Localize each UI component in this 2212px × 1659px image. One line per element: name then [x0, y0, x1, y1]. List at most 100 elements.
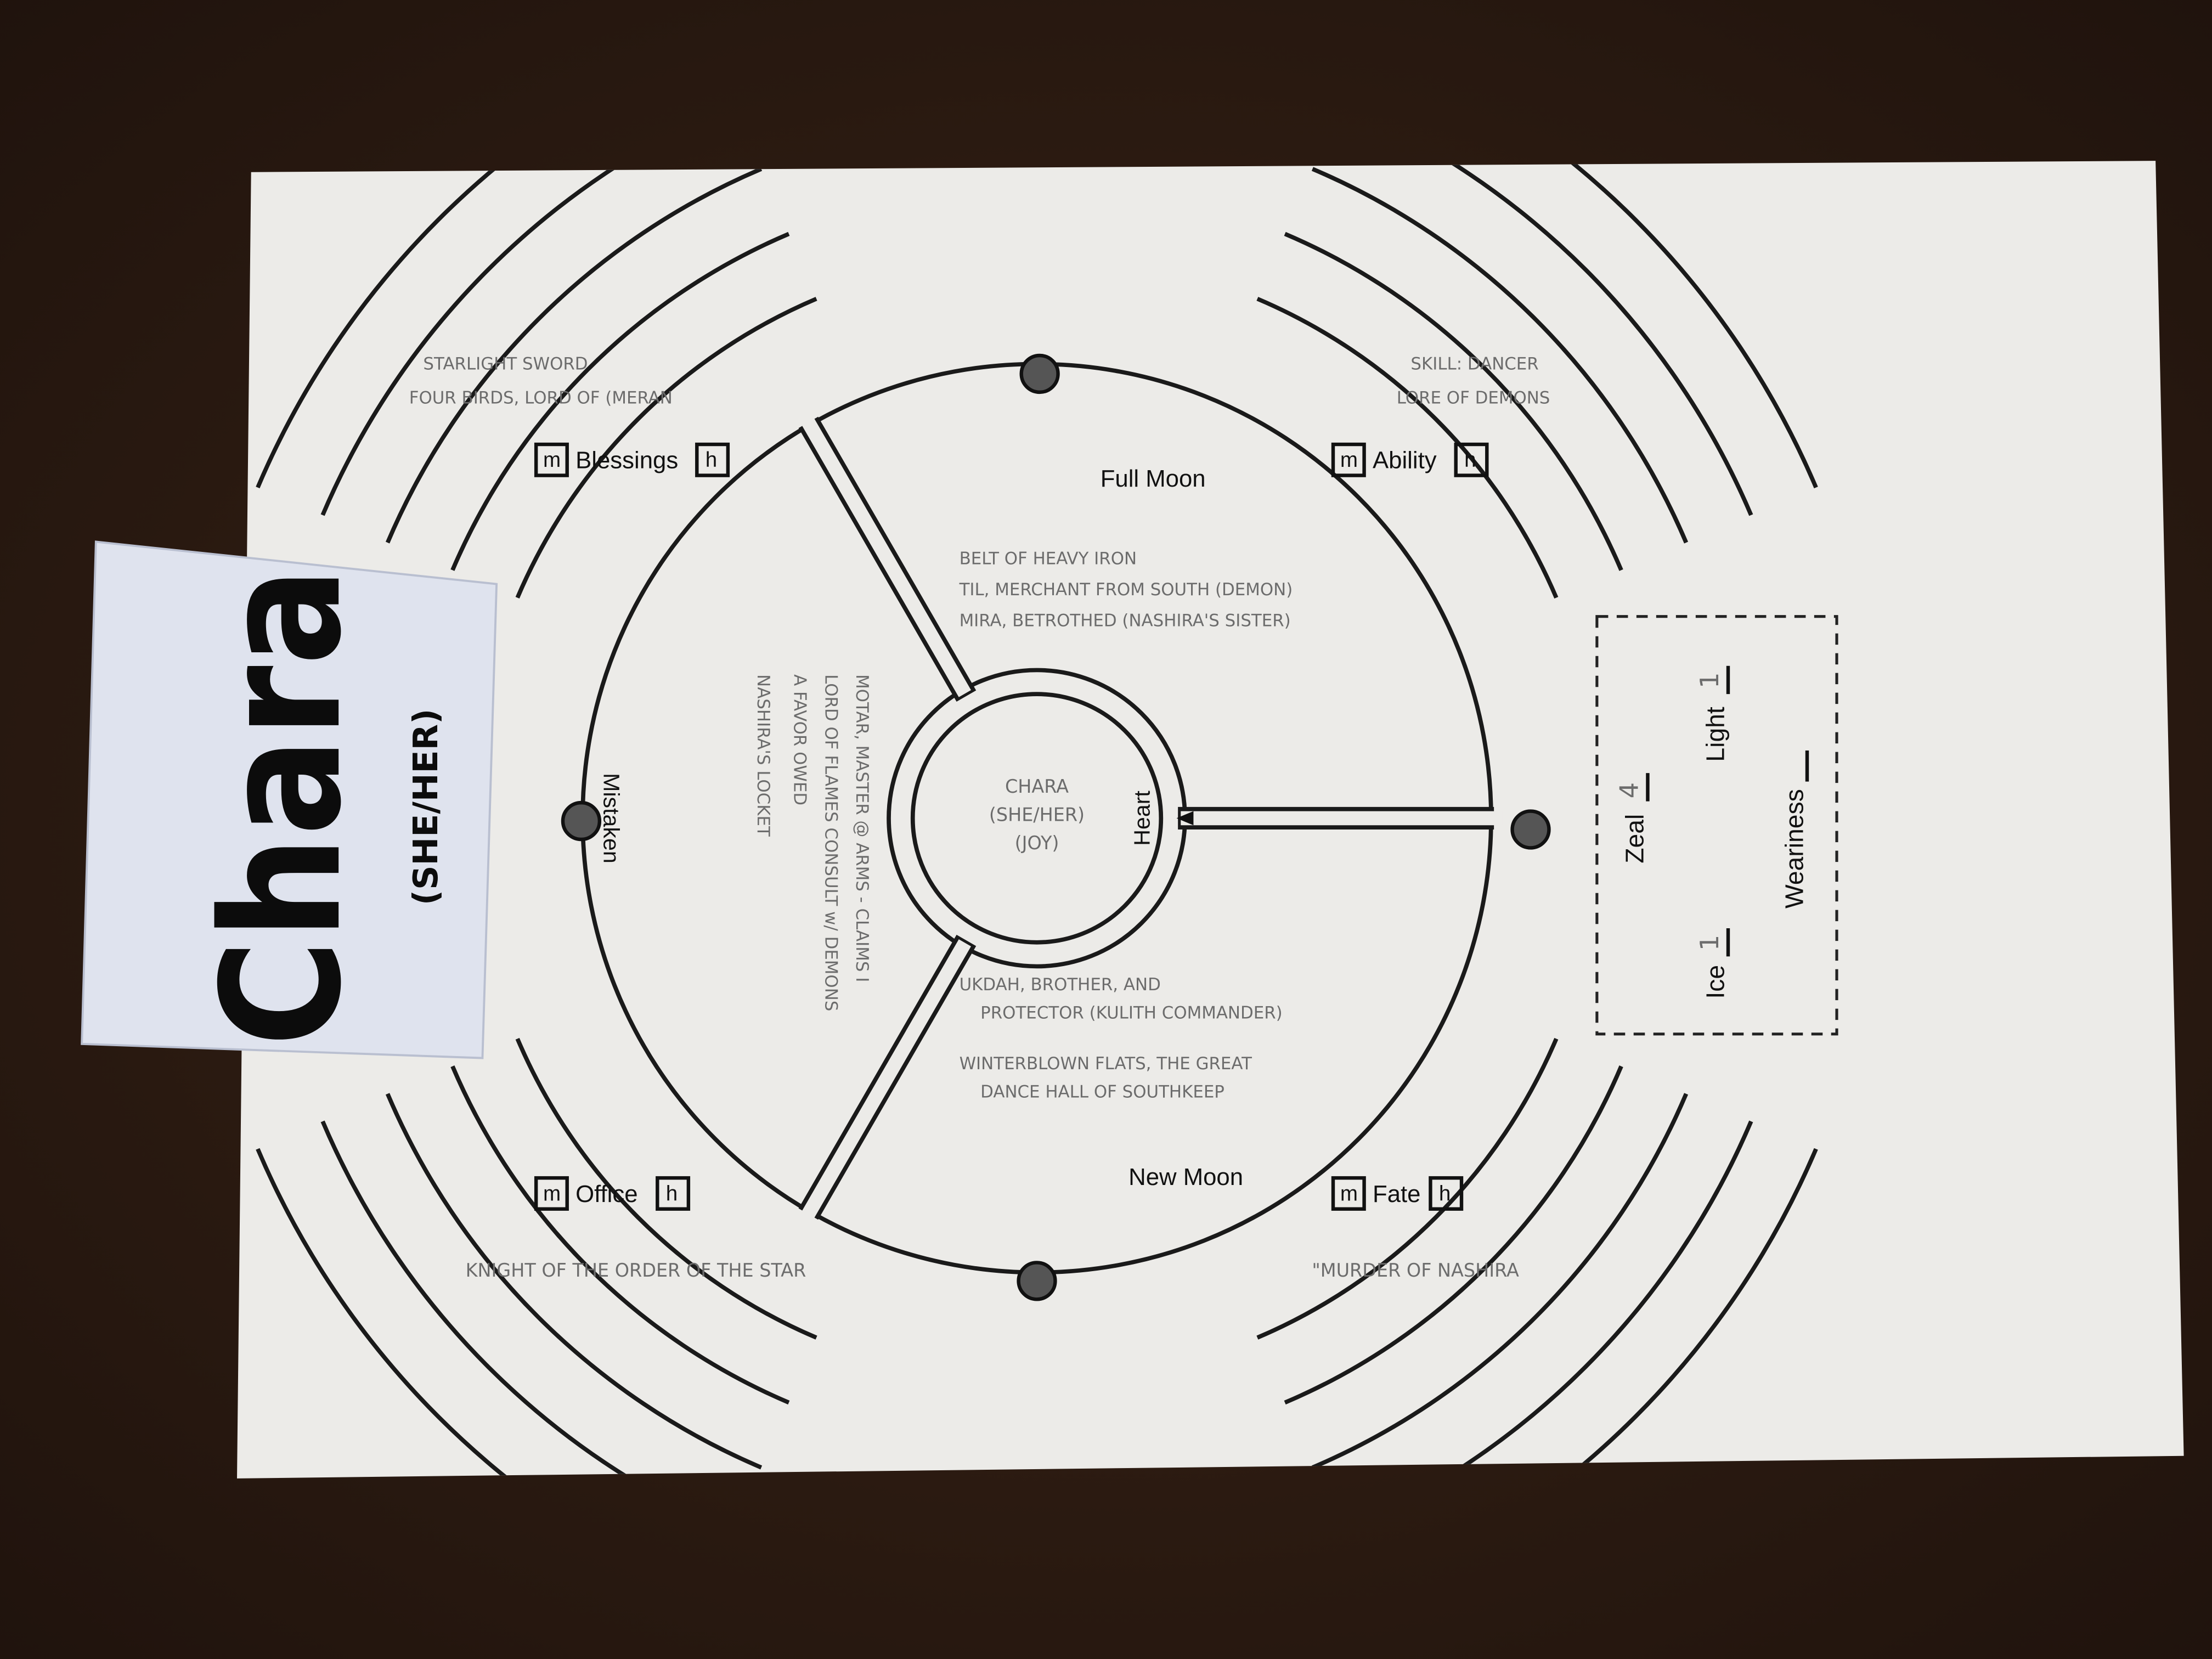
decorative-arc: [1256, 297, 1559, 599]
decorative-arc: [1311, 167, 1689, 544]
office-mark-box[interactable]: [534, 1176, 569, 1211]
ice-stat[interactable]: Ice 1: [1695, 928, 1730, 999]
fate-section: m Fate h: [1331, 1176, 1464, 1211]
outer-arcs: [256, 161, 1818, 1479]
decorative-arc: [385, 1093, 763, 1470]
wheel: Heart Mistaken Full Moon New Moon CHARA …: [561, 353, 1551, 1301]
name-card-paper: [81, 540, 498, 1059]
mistaken-notes[interactable]: MOTAR, MASTER @ ARMS - CLAIMS I LORD OF …: [753, 674, 872, 1011]
decorative-arc: [1284, 232, 1623, 571]
decorative-arc: [256, 161, 707, 489]
stats-dashed-border: [1595, 615, 1838, 1036]
center-pronouns: (SHE/HER): [989, 804, 1085, 826]
fate-hold-box[interactable]: [1429, 1176, 1464, 1211]
new-moon-dot-icon[interactable]: [1017, 1261, 1057, 1301]
decorative-arc: [1256, 1037, 1559, 1340]
full-moon-dot-icon[interactable]: [1019, 353, 1060, 394]
center-name: CHARA: [1005, 776, 1069, 797]
sector-divider-gap: [798, 411, 971, 697]
new-moon-notes[interactable]: UKDAH, BROTHER, AND PROTECTOR (KULITH CO…: [960, 975, 1283, 1102]
fate-mark-box[interactable]: [1331, 1176, 1366, 1211]
ability-label: Ability: [1373, 447, 1437, 474]
full-moon-label: Full Moon: [1101, 465, 1206, 492]
ability-h: h: [1464, 448, 1476, 472]
decorative-arc: [1367, 1148, 1818, 1479]
center-notes[interactable]: CHARA (SHE/HER) (JOY): [989, 776, 1085, 854]
mistaken-dot-icon[interactable]: [561, 800, 602, 842]
decorative-arc: [320, 1120, 735, 1479]
ability-m: m: [1340, 448, 1358, 472]
blessings-section: m Blessings h STARLIGHT SWORD FOUR BIRDS…: [409, 354, 730, 477]
decorative-arc: [450, 1065, 790, 1405]
office-section: m Office h: [534, 1176, 691, 1211]
blessings-note[interactable]: STARLIGHT SWORD: [423, 354, 588, 374]
blessings-mark-box[interactable]: [534, 442, 569, 477]
blessings-note[interactable]: FOUR BIRDS, LORD OF (MERAN: [409, 388, 673, 408]
decorative-arc: [515, 297, 817, 599]
fate-label: Fate: [1373, 1181, 1420, 1207]
note: WINTERBLOWN FLATS, THE GREAT: [960, 1054, 1252, 1074]
ability-section: m Ability h SKILL: DANCER LORE OF DEMONS: [1331, 354, 1550, 477]
ability-note[interactable]: LORE OF DEMONS: [1397, 388, 1550, 408]
note: MIRA, BETROTHED (NASHIRA'S SISTER): [960, 611, 1291, 631]
light-value[interactable]: 1: [1695, 672, 1724, 688]
decorative-arc: [320, 161, 735, 516]
blessings-m: m: [543, 448, 561, 472]
mistaken-label: Mistaken: [599, 773, 624, 864]
office-m: m: [543, 1182, 561, 1205]
decorative-arc: [1311, 1093, 1689, 1470]
zeal-label: Zeal: [1621, 814, 1649, 864]
blessings-h: h: [706, 448, 717, 472]
stats-box: Zeal 4 Light 1 Ice 1 Weariness: [1595, 615, 1838, 1036]
note: DANCE HALL OF SOUTHKEEP: [980, 1082, 1224, 1102]
fate-h: h: [1439, 1182, 1451, 1205]
weariness-label: Weariness: [1780, 789, 1808, 909]
decorative-arc: [515, 1037, 817, 1340]
heart-dot-icon[interactable]: [1510, 809, 1551, 850]
note: A FAVOR OWED: [790, 674, 810, 805]
note: MOTAR, MASTER @ ARMS - CLAIMS I: [852, 674, 872, 982]
sector-divider-gap: [798, 939, 971, 1225]
ice-label: Ice: [1701, 965, 1729, 999]
character-pronouns: (SHE/HER): [406, 709, 445, 905]
note: LORD OF FLAMES CONSULT w/ DEMONS: [821, 674, 840, 1011]
blessings-hold-box[interactable]: [695, 442, 730, 477]
zeal-value[interactable]: 4: [1614, 782, 1644, 798]
hub-inner-ring: [910, 692, 1164, 945]
center-drive: (JOY): [1015, 832, 1059, 854]
heart-arrow-icon: [1176, 811, 1194, 826]
decorative-arc: [1339, 161, 1753, 516]
ability-mark-box[interactable]: [1331, 442, 1366, 477]
new-moon-label: New Moon: [1128, 1164, 1243, 1190]
light-label: Light: [1701, 707, 1729, 761]
full-moon-notes[interactable]: BELT OF HEAVY IRON TIL, MERCHANT FROM SO…: [959, 549, 1293, 631]
name-card: Chara (SHE/HER): [81, 540, 498, 1059]
weariness-stat[interactable]: Weariness: [1780, 751, 1809, 909]
blessings-label: Blessings: [575, 447, 678, 474]
decorative-arc: [1339, 1120, 1753, 1479]
character-name: Chara: [187, 567, 377, 1047]
office-hold-box[interactable]: [656, 1176, 691, 1211]
zeal-stat[interactable]: Zeal 4: [1614, 773, 1650, 864]
ice-value[interactable]: 1: [1695, 935, 1724, 951]
decorative-arc: [450, 232, 790, 571]
ability-hold-box[interactable]: [1454, 442, 1489, 477]
fate-m: m: [1340, 1182, 1358, 1205]
heart-label: Heart: [1130, 791, 1155, 846]
decorative-arc: [385, 167, 763, 544]
note: PROTECTOR (KULITH COMMANDER): [980, 1003, 1283, 1023]
decorative-arc: [256, 1148, 707, 1479]
sector-dividers: [798, 411, 1503, 1225]
office-h: h: [666, 1182, 678, 1205]
ability-note[interactable]: SKILL: DANCER: [1410, 354, 1538, 374]
note: BELT OF HEAVY IRON: [960, 549, 1137, 569]
note: NASHIRA'S LOCKET: [753, 674, 773, 837]
light-stat[interactable]: Light 1: [1695, 665, 1730, 762]
note: TIL, MERCHANT FROM SOUTH (DEMON): [959, 580, 1293, 600]
fate-note[interactable]: "MURDER OF NASHIRA: [1312, 1260, 1519, 1281]
decorative-arc: [1284, 1065, 1623, 1405]
note: UKDAH, BROTHER, AND: [960, 975, 1161, 995]
decorative-arc: [1367, 161, 1818, 489]
office-note[interactable]: KNIGHT OF THE ORDER OF THE STAR: [466, 1260, 806, 1281]
